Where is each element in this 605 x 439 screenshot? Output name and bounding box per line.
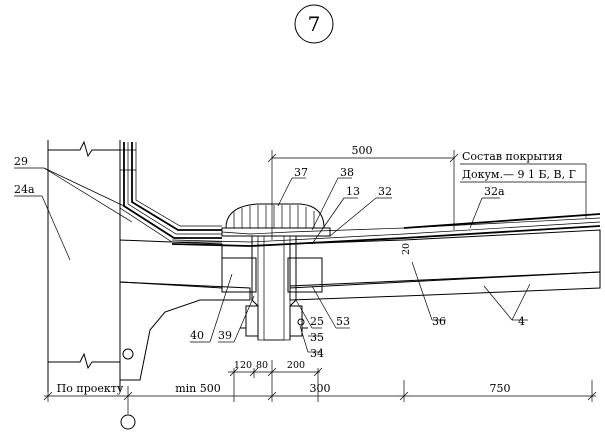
dim-top-500: 500 <box>352 144 373 157</box>
callout-39: 39 <box>218 329 232 342</box>
callout-4: 4 <box>518 315 525 328</box>
dim-300: 300 <box>310 382 331 395</box>
dimension-labels: 500 120 80 200 По проекту min 500 300 75… <box>57 144 511 395</box>
callout-35: 35 <box>310 331 324 344</box>
callout-13: 13 <box>346 185 360 198</box>
callout-24a: 24а <box>14 183 35 196</box>
coating-note: Состав покрытия Докум.— 9 1 Б, В, Г <box>462 150 576 181</box>
callout-37: 37 <box>294 166 308 179</box>
dim-po-proektu: По проекту <box>57 382 124 395</box>
wall-upturn-layers <box>119 142 222 243</box>
callout-32a: 32а <box>484 185 505 198</box>
dimension-lines <box>43 150 597 430</box>
sheet-number: 7 <box>308 12 321 36</box>
dim-200: 200 <box>287 360 305 371</box>
dim-120: 120 <box>234 360 252 371</box>
drain-pockets <box>221 257 323 293</box>
roof-membrane-32a <box>171 213 601 247</box>
callout-25: 25 <box>310 315 324 328</box>
callout-34: 34 <box>310 347 324 360</box>
callout-32: 32 <box>378 185 392 198</box>
dim-20-label: 20 <box>401 243 412 255</box>
dim-min-500: min 500 <box>175 382 221 395</box>
sheet-number-badge: 7 <box>294 4 334 44</box>
coating-note-ref: Докум.— 9 1 Б, В, Г <box>462 168 576 181</box>
callout-53: 53 <box>336 315 350 328</box>
coating-note-title: Состав покрытия <box>462 150 563 163</box>
leader-lines <box>14 163 587 353</box>
dim-80: 80 <box>256 360 268 371</box>
callout-labels: 29 24а 37 38 13 32 32а 40 39 25 53 35 34… <box>14 155 525 360</box>
callout-29: 29 <box>14 155 28 168</box>
callout-36: 36 <box>432 315 446 328</box>
dim-750: 750 <box>490 382 511 395</box>
callout-38: 38 <box>340 166 354 179</box>
callout-40: 40 <box>190 329 204 342</box>
